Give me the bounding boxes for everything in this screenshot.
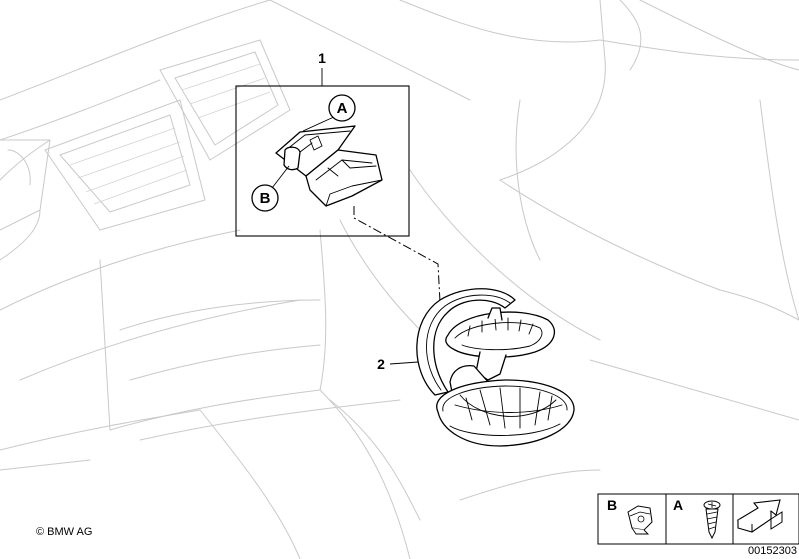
part-number-2: 2 — [377, 356, 385, 372]
holder-bracket — [275, 125, 383, 207]
detail-frame — [235, 85, 410, 237]
legend-label-b: B — [607, 497, 617, 513]
copyright-text: © BMW AG — [36, 526, 92, 538]
callout-circle-a — [328, 94, 356, 122]
part-number-1: 1 — [318, 50, 326, 66]
callout-a: A — [337, 100, 348, 117]
diagram-number: 00152303 — [748, 545, 797, 557]
callout-b: B — [260, 190, 271, 207]
cup-holder — [416, 288, 575, 447]
arrow-icon — [736, 499, 783, 533]
connection-line — [353, 206, 441, 303]
legend-panel: B A — [597, 493, 799, 545]
legend-label-a: A — [673, 497, 683, 513]
screw-icon — [703, 500, 721, 540]
callout-circle-b — [251, 184, 279, 212]
clip-nut-icon — [627, 505, 653, 535]
